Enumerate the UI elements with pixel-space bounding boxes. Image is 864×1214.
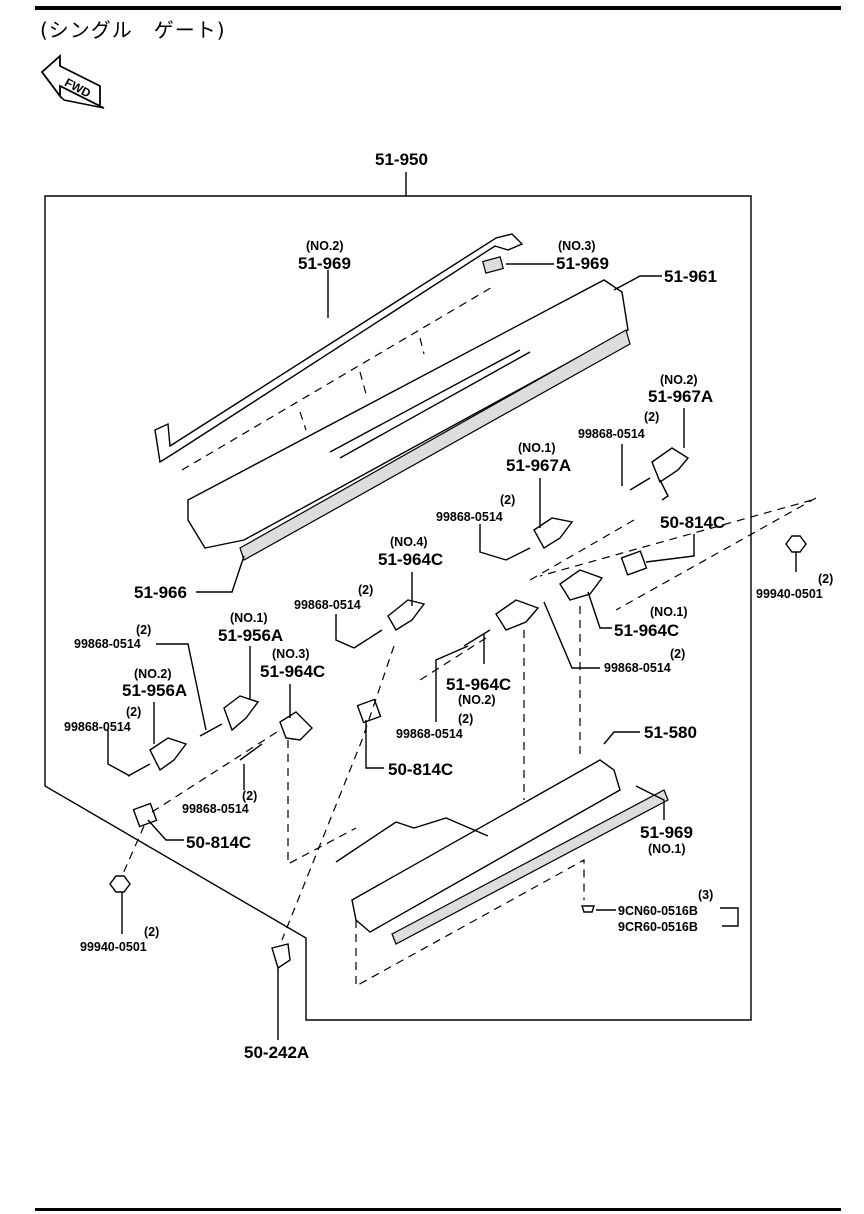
clip-left [132, 802, 158, 828]
bracket-964c-no3 [239, 711, 313, 761]
label-964c-no4-qty: (2) [358, 583, 373, 597]
label-967a-no1-qty: (2) [500, 493, 515, 507]
label-molding-no3-tag: (NO.3) [558, 239, 596, 253]
bottom-rule [35, 1208, 841, 1211]
right-dashed-guides [529, 497, 817, 611]
label-clip-center: 50-814C [388, 760, 453, 779]
label-967a-no2-tag: (NO.2) [660, 373, 698, 387]
label-956a-no2: 51-956A [122, 681, 187, 700]
bracket-967a-no2 [629, 447, 690, 501]
label-screw-b: 9CR60-0516B [618, 920, 698, 934]
label-964c-no2: 51-964C [446, 675, 511, 694]
label-nut-right-qty: (2) [818, 572, 833, 586]
label-nut-right: 99940-0501 [756, 587, 823, 601]
label-964c-no3-bolt: 99868-0514 [182, 802, 249, 816]
label-screw-qty: (3) [698, 888, 713, 902]
nut-right [785, 535, 807, 553]
bracket-964c-no2 [463, 599, 540, 647]
label-956a-no2-qty: (2) [126, 705, 141, 719]
label-967a-no2-qty: (2) [644, 410, 659, 424]
label-967a-no1-bolt: 99868-0514 [436, 510, 503, 524]
label-molding-no3: 51-969 [556, 254, 609, 273]
label-956a-no1-qty: (2) [136, 623, 151, 637]
clip-right [620, 550, 648, 576]
assembly-outline [44, 172, 752, 1021]
leader-lines [107, 263, 797, 1040]
label-molding-no1-tag: (NO.1) [648, 842, 686, 856]
label-956a-no2-bolt: 99868-0514 [64, 720, 131, 734]
label-screw-a: 9CN60-0516B [618, 904, 698, 918]
label-964c-no4: 51-964C [378, 550, 443, 569]
label-grommet: 50-242A [244, 1043, 309, 1062]
label-967a-no2-bolt: 99868-0514 [578, 427, 645, 441]
center-dashed-guides [281, 606, 581, 941]
label-clip-left: 50-814C [186, 833, 251, 852]
label-spoiler: 51-961 [664, 267, 717, 286]
fwd-arrow-icon: FWD [40, 53, 105, 109]
clip-center [356, 698, 382, 724]
molding-no3 [482, 256, 504, 274]
label-964c-no3-tag: (NO.3) [272, 647, 310, 661]
label-964c-no3: 51-964C [260, 662, 325, 681]
left-dashed-guides [121, 729, 357, 877]
bracket-964c-no1 [559, 569, 604, 601]
screw [581, 905, 595, 913]
label-964c-no3-qty: (2) [242, 789, 257, 803]
label-964c-no4-tag: (NO.4) [390, 535, 428, 549]
label-964c-no4-bolt: 99868-0514 [294, 598, 361, 612]
label-956a-no1: 51-956A [218, 626, 283, 645]
label-956a-no1-bolt: 99868-0514 [74, 637, 141, 651]
label-964c-no2-qty: (2) [458, 712, 473, 726]
label-956a-no2-tag: (NO.2) [134, 667, 172, 681]
label-964c-no2-tag: (NO.2) [458, 693, 496, 707]
spoiler-body [187, 279, 631, 561]
label-molding-no1: 51-969 [640, 823, 693, 842]
page-title: (シングル ゲート) [40, 18, 226, 42]
grommet [271, 943, 291, 970]
label-964c-no1-tag: (NO.1) [650, 605, 688, 619]
label-assy: 51-950 [375, 150, 428, 169]
label-967a-no1-tag: (NO.1) [518, 441, 556, 455]
label-seal: 51-966 [134, 583, 187, 602]
label-967a-no1: 51-967A [506, 456, 571, 475]
high-mount-lamp [335, 759, 669, 988]
label-964c-no1-bolt: 99868-0514 [604, 661, 671, 675]
label-nut-left: 99940-0501 [80, 940, 147, 954]
label-964c-no1-qty: (2) [670, 647, 685, 661]
label-964c-no2-bolt: 99868-0514 [396, 727, 463, 741]
molding-no2 [154, 233, 524, 464]
nut-left [109, 875, 131, 893]
bracket-956a-no2 [127, 737, 188, 777]
label-clip-right: 50-814C [660, 513, 725, 532]
bracket-967a-no1 [505, 517, 574, 561]
bracket-956a-no1 [199, 695, 260, 737]
label-molding-no2-tag: (NO.2) [306, 239, 344, 253]
label-nut-left-qty: (2) [144, 925, 159, 939]
top-rule [35, 6, 841, 10]
bracket-964c-no4 [353, 599, 426, 649]
callout-labels: 51-950 (NO.2) 51-969 (NO.3) 51-969 51-96… [64, 150, 833, 1062]
label-964c-no1: 51-964C [614, 621, 679, 640]
label-967a-no2: 51-967A [648, 387, 713, 406]
label-lamp: 51-580 [644, 723, 697, 742]
label-molding-no2: 51-969 [298, 254, 351, 273]
label-956a-no1-tag: (NO.1) [230, 611, 268, 625]
